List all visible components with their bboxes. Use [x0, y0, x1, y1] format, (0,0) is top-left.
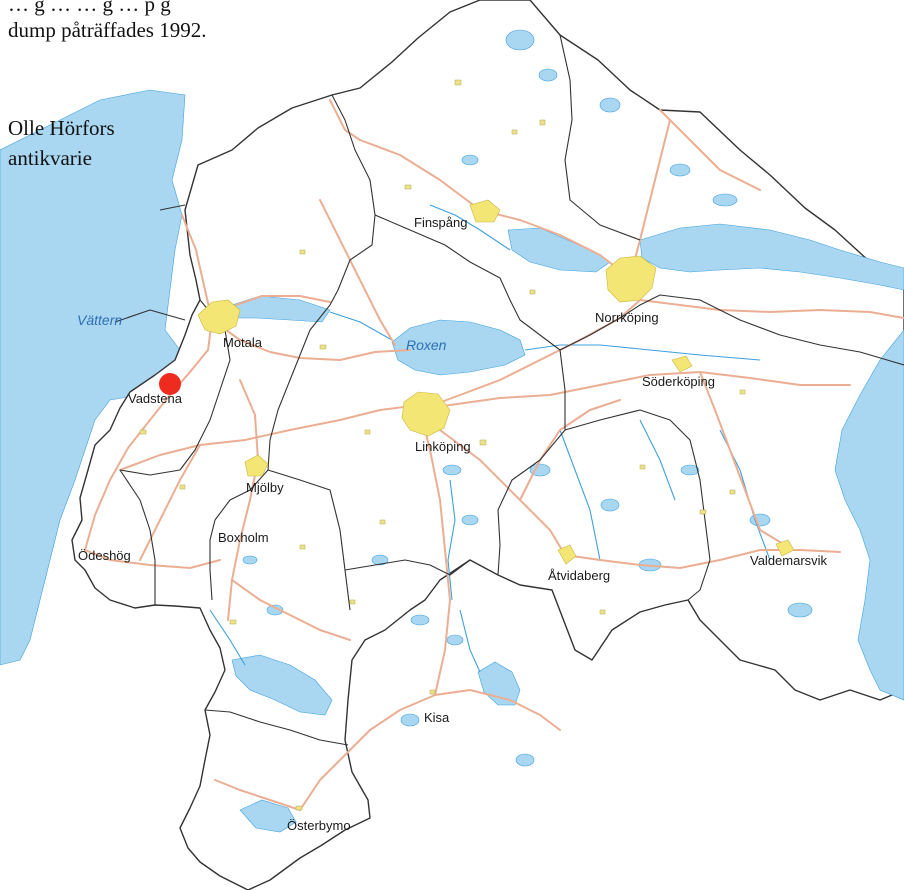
- caption-line-2: dump påträffades 1992.: [8, 18, 207, 42]
- find-location-marker: [159, 373, 181, 395]
- town-label-boxholm: Boxholm: [218, 530, 269, 545]
- town-label-odeshog: Ödeshög: [78, 548, 131, 563]
- lake-boren: [231, 295, 331, 323]
- lake-sommen: [231, 654, 333, 716]
- town-label-mjolby: Mjölby: [246, 480, 284, 495]
- town-label-kisa: Kisa: [424, 710, 450, 725]
- caption-line-1: … g … … g … p g: [8, 0, 171, 16]
- author-title: antikvarie: [8, 146, 92, 170]
- lake-label-vattern: Vättern: [77, 312, 122, 328]
- town-label-valdemarsvik: Valdemarsvik: [750, 553, 828, 568]
- small-lakes: [242, 29, 813, 767]
- lake-label-roxen: Roxen: [406, 337, 447, 353]
- lake-south: [239, 799, 297, 833]
- hamlets: [139, 79, 746, 811]
- urban-areas: [197, 199, 795, 565]
- town-label-norrkoping: Norrköping: [595, 310, 659, 325]
- lake-roxen: [391, 319, 526, 376]
- town-label-osterbymo: Österbymo: [287, 818, 351, 833]
- baltic-sea: [834, 329, 904, 701]
- town-label-atvidaberg: Åtvidaberg: [548, 568, 610, 583]
- town-label-finspang: Finspång: [414, 215, 467, 230]
- municipal-borders: [114, 34, 904, 746]
- author-name: Olle Hörfors: [8, 116, 115, 140]
- town-label-linkoping: Linköping: [415, 439, 471, 454]
- road-network: [84, 99, 904, 811]
- bay-braviken: [639, 223, 904, 291]
- town-label-motala: Motala: [223, 335, 263, 350]
- lake-glan: [507, 227, 611, 273]
- lake-kisa: [477, 661, 521, 706]
- town-label-soderkoping: Söderköping: [642, 374, 715, 389]
